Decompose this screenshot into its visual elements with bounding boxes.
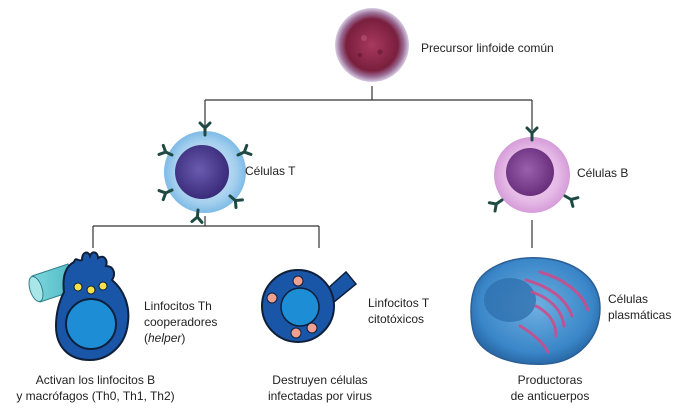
caption-plasma: Productoras de anticuerpos bbox=[490, 372, 610, 404]
connector-precursor-branch bbox=[204, 86, 533, 132]
label-helper-t-line3: (helper) bbox=[144, 330, 217, 346]
helper-term: helper bbox=[148, 331, 182, 345]
label-precursor: Precursor linfoide común bbox=[421, 41, 554, 55]
plasma-cell bbox=[470, 257, 601, 365]
caption-cytotoxic-t: Destruyen células infectadas por virus bbox=[250, 372, 390, 404]
helper-t-cell bbox=[28, 251, 130, 362]
connector-t-cell-branch bbox=[92, 216, 320, 248]
label-b-cells: Células B bbox=[577, 166, 629, 180]
plasma-er-strands bbox=[518, 270, 590, 354]
caption-cytotoxic-t-line1: Destruyen células bbox=[272, 373, 368, 387]
label-plasma-line2: plasmáticas bbox=[608, 308, 672, 322]
label-helper-t: Linfocitos Th cooperadores (helper) bbox=[144, 298, 217, 346]
label-cytotoxic-t-line1: Linfocitos T bbox=[368, 296, 430, 310]
label-plasma-line1: Células bbox=[608, 292, 649, 306]
connector-lines bbox=[92, 86, 533, 248]
paren-close: ) bbox=[181, 331, 186, 345]
label-helper-t-line2: cooperadores bbox=[144, 315, 218, 329]
b-cell bbox=[487, 126, 580, 213]
caption-helper-t-line2: y macrófagos (Th0, Th1, Th2) bbox=[16, 389, 175, 403]
label-t-cells: Células T bbox=[245, 164, 296, 178]
cytotoxic-t-cell bbox=[261, 269, 358, 343]
caption-helper-t-line1: Activan los linfocitos B bbox=[35, 373, 156, 387]
label-cytotoxic-t-line2: citotóxicos bbox=[368, 312, 425, 326]
caption-plasma-line2: de anticuerpos bbox=[510, 389, 590, 403]
caption-helper-t: Activan los linfocitos B y macrófagos (T… bbox=[8, 372, 183, 404]
label-cytotoxic-t: Linfocitos T citotóxicos bbox=[368, 295, 429, 327]
caption-plasma-line1: Productoras bbox=[517, 373, 583, 387]
label-plasma-cells: Células plasmáticas bbox=[608, 291, 671, 323]
caption-cytotoxic-t-line2: infectadas por virus bbox=[267, 389, 373, 403]
helper-granules bbox=[73, 281, 108, 295]
t-cell bbox=[157, 121, 253, 224]
virus-particles bbox=[266, 275, 318, 339]
precursor-cell bbox=[335, 8, 409, 82]
label-helper-t-line1: Linfocitos Th bbox=[144, 299, 212, 313]
paren-open: ( bbox=[144, 331, 148, 345]
